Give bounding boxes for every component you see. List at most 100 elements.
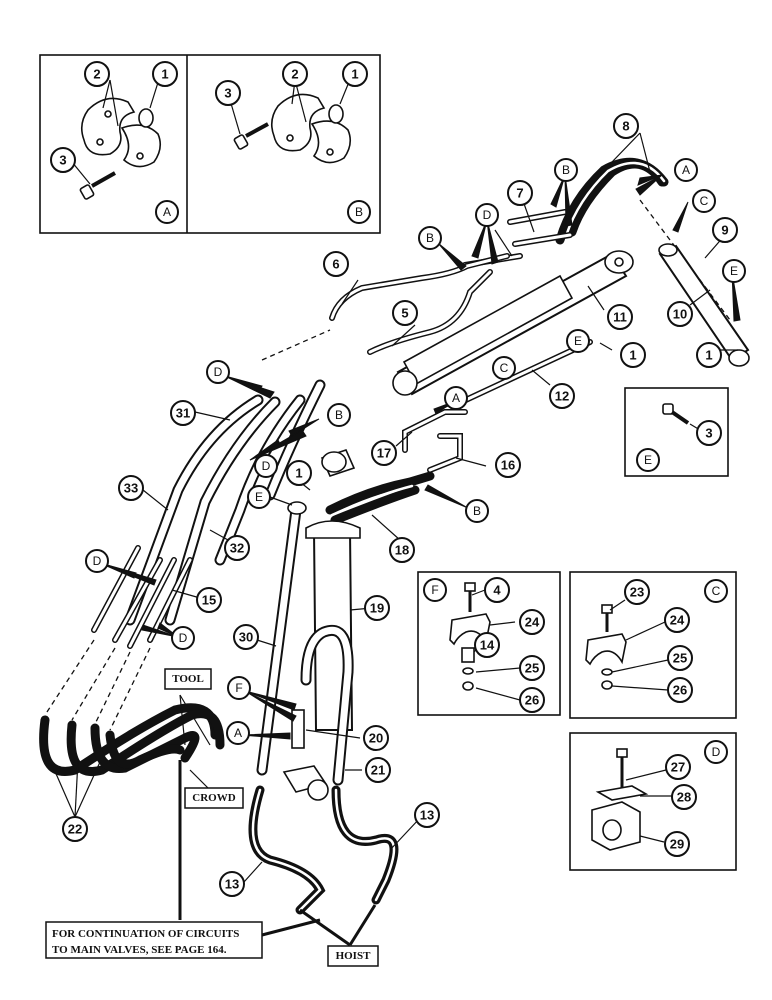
letter-b-left: B (418, 226, 442, 250)
letter-e-mid: E (566, 329, 590, 353)
callout-c-23: 23 (624, 579, 650, 605)
lower-pipes-15 (91, 545, 193, 649)
svg-text:A: A (234, 726, 242, 740)
continuation-note: FOR CONTINUATION OF CIRCUITS TO MAIN VAL… (45, 921, 263, 959)
label-tool: TOOL (164, 668, 212, 690)
svg-text:3: 3 (705, 426, 712, 441)
svg-text:C: C (712, 584, 721, 598)
svg-text:1: 1 (161, 67, 168, 82)
label-crowd: CROWD (184, 787, 244, 809)
svg-text:22: 22 (68, 822, 82, 837)
callout-f-26: 26 (519, 687, 545, 713)
letter-d-bottom: D (171, 626, 195, 650)
callout-f-25: 25 (519, 655, 545, 681)
letter-a-bottom: A (226, 721, 250, 745)
svg-text:19: 19 (370, 601, 384, 616)
svg-text:TOOL: TOOL (172, 673, 204, 685)
svg-text:17: 17 (377, 446, 391, 461)
callout-b-3: 3 (215, 80, 241, 106)
panel-c-letter: C (704, 579, 728, 603)
callout-16: 16 (495, 452, 521, 478)
bolt-icon (79, 171, 116, 200)
callout-18: 18 (389, 537, 415, 563)
svg-text:33: 33 (124, 481, 138, 496)
callout-7: 7 (507, 180, 533, 206)
svg-text:A: A (452, 391, 460, 405)
svg-text:29: 29 (670, 837, 684, 852)
svg-text:11: 11 (613, 310, 627, 325)
svg-text:A: A (682, 163, 690, 177)
svg-text:27: 27 (671, 760, 685, 775)
panel-f-letter: F (423, 578, 447, 602)
svg-text:10: 10 (673, 307, 687, 322)
callout-31: 31 (170, 400, 196, 426)
o-ring-icon (328, 104, 344, 124)
letter-a-top: A (674, 158, 698, 182)
svg-text:24: 24 (525, 615, 540, 630)
panel-b-letter: B (347, 200, 371, 224)
svg-text:13: 13 (420, 808, 434, 823)
svg-text:FOR CONTINUATION OF CIRCUITS: FOR CONTINUATION OF CIRCUITS (52, 928, 239, 940)
svg-text:B: B (355, 205, 363, 219)
letter-d-top: D (475, 203, 499, 227)
svg-text:HOIST: HOIST (336, 950, 372, 962)
letter-b-right: B (465, 499, 489, 523)
svg-text:E: E (255, 490, 263, 504)
bolt-icon (233, 122, 269, 150)
callout-9: 9 (712, 217, 738, 243)
svg-text:D: D (712, 745, 721, 759)
svg-text:B: B (426, 231, 434, 245)
svg-text:30: 30 (239, 630, 253, 645)
callout-d-28: 28 (671, 784, 697, 810)
svg-text:C: C (500, 361, 509, 375)
callout-13-left: 13 (219, 871, 245, 897)
panel-e-letter: E (636, 448, 660, 472)
svg-text:2: 2 (93, 67, 100, 82)
fitting-20 (282, 709, 329, 801)
svg-text:5: 5 (401, 306, 408, 321)
svg-text:6: 6 (332, 257, 339, 272)
svg-text:28: 28 (677, 790, 691, 805)
panel-a-letter: A (155, 200, 179, 224)
callout-30: 30 (233, 624, 259, 650)
callout-1-left: 1 (286, 460, 312, 486)
svg-text:24: 24 (670, 613, 685, 628)
svg-text:20: 20 (369, 731, 383, 746)
svg-text:E: E (644, 453, 652, 467)
pipe-30 (256, 501, 307, 776)
split-flange-icon (80, 97, 162, 168)
svg-text:23: 23 (630, 585, 644, 600)
callout-e-3: 3 (696, 420, 722, 446)
callout-1-right: 1 (696, 342, 722, 368)
letter-b-top: B (554, 158, 578, 182)
svg-text:31: 31 (176, 406, 190, 421)
svg-text:E: E (730, 264, 738, 278)
callout-f-14: 14 (474, 632, 500, 658)
label-hoist: HOIST (327, 945, 379, 967)
svg-text:3: 3 (224, 86, 231, 101)
svg-text:21: 21 (371, 763, 385, 778)
callout-c-25: 25 (667, 645, 693, 671)
callout-a-1: 1 (152, 61, 178, 87)
callout-a-2: 2 (84, 61, 110, 87)
svg-text:A: A (163, 205, 171, 219)
callout-c-24: 24 (664, 607, 690, 633)
callout-32: 32 (224, 535, 250, 561)
svg-text:F: F (431, 583, 438, 597)
callout-a-3: 3 (50, 147, 76, 173)
callout-b-2: 2 (282, 61, 308, 87)
svg-text:D: D (93, 554, 102, 568)
letter-pointers (99, 174, 741, 740)
letter-b-mid: B (327, 403, 351, 427)
letter-e-left: E (247, 485, 271, 509)
pipe-clamp-icon (449, 582, 491, 691)
panel-d-letter: D (704, 740, 728, 764)
callout-15: 15 (196, 587, 222, 613)
callout-1-mid: 1 (620, 342, 646, 368)
hoses-13 (248, 785, 399, 915)
svg-text:16: 16 (501, 458, 515, 473)
svg-text:D: D (179, 631, 188, 645)
svg-text:32: 32 (230, 541, 244, 556)
pipe-clamp-icon (585, 604, 627, 690)
svg-text:D: D (483, 208, 492, 222)
